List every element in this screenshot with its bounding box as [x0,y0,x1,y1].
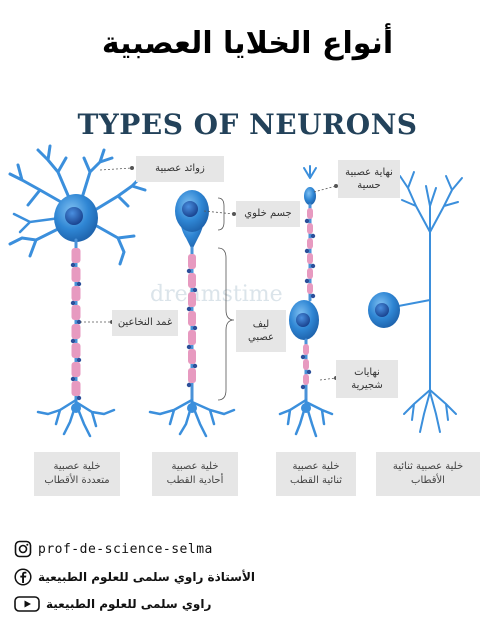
myelin-segment [188,368,196,383]
myelin-segment [307,268,313,279]
myelin-segment [307,208,313,219]
node-of-ranvier [192,287,198,293]
node-of-ranvier [186,382,192,388]
myelin-segment [188,254,196,269]
node-of-ranvier [70,376,76,382]
node-of-ranvier [300,354,306,360]
label-terminal-branches: نهايات شجيرية [336,360,398,398]
myelin-segment [188,330,196,345]
caption-bipolar: خلية عصبية ثنائية القطب [276,452,356,496]
node-of-ranvier [304,278,310,284]
node-of-ranvier [76,357,82,363]
myelin-segment [188,311,196,326]
node-of-ranvier [304,248,310,254]
node-of-ranvier [310,263,316,269]
node-of-ranvier [76,319,82,325]
myelin-segment [307,223,313,234]
node-of-ranvier [70,338,76,344]
label-cell-body: جسم خلوي [236,201,300,227]
instagram-icon [14,540,32,558]
facebook-icon [14,568,32,586]
instagram-handle: prof-de-science-selma [38,541,213,557]
english-title: TYPES OF NEURONS [77,108,418,141]
node-of-ranvier [304,218,310,224]
myelin-segment [307,283,313,294]
watermark: dreamstime [150,282,283,307]
node-of-ranvier [192,325,198,331]
node-of-ranvier [76,281,82,287]
myelin-segment [71,305,81,320]
youtube-row[interactable]: راوي سلمى للعلوم الطبيعية [14,593,211,615]
myelin-segment [188,273,196,288]
pseudo-unipolar-neuron [368,171,463,433]
myelin-segment [307,238,313,249]
myelin-segment [307,253,313,264]
youtube-name: راوي سلمى للعلوم الطبيعية [46,597,212,611]
facebook-name: الأستاذة راوي سلمى للعلوم الطبيعية [38,570,256,584]
node-of-ranvier [76,395,82,401]
myelin-segment [71,248,81,263]
node-of-ranvier [186,306,192,312]
leader-lines [80,167,337,381]
myelin-segment [303,344,309,355]
node-of-ranvier [70,262,76,268]
facebook-row[interactable]: الأستاذة راوي سلمى للعلوم الطبيعية [14,566,255,588]
caption-multipolar: خلية عصبية متعددة الأقطاب [34,452,120,496]
myelin-segment [71,343,81,358]
youtube-icon [14,595,40,613]
unipolar-neuron [148,190,236,438]
caption-pseudo-unipolar: خلية عصبية ثنائية الأقطاب [376,452,480,496]
node-of-ranvier [192,363,198,369]
myelin-segment [303,359,309,370]
node-of-ranvier [186,344,192,350]
myelin-segment [71,381,81,396]
arabic-title: أنواع الخلايا العصبية [101,26,394,61]
nerve-fiber-brackets [217,197,235,401]
myelin-segments [70,208,316,401]
node-of-ranvier [310,293,316,299]
myelin-segment [71,362,81,377]
label-dendrites: زوائد عصبية [136,156,224,182]
myelin-segment [71,267,81,282]
label-nerve-fiber: ليف عصبي [236,310,286,352]
caption-unipolar: خلية عصبية أحادية القطب [152,452,238,496]
label-myelin-sheath: غمد النخاعين [112,310,178,336]
myelin-segment [71,286,81,301]
node-of-ranvier [186,268,192,274]
multipolar-neuron [8,144,147,438]
myelin-segment [188,349,196,364]
node-of-ranvier [70,300,76,306]
label-sensory-ending: نهاية عصبية حسية [338,160,400,198]
node-of-ranvier [300,384,306,390]
node-of-ranvier [306,369,312,375]
myelin-segment [71,324,81,339]
myelin-segment [188,292,196,307]
myelin-segment [303,374,309,385]
instagram-row[interactable]: prof-de-science-selma [14,538,213,560]
node-of-ranvier [310,233,316,239]
